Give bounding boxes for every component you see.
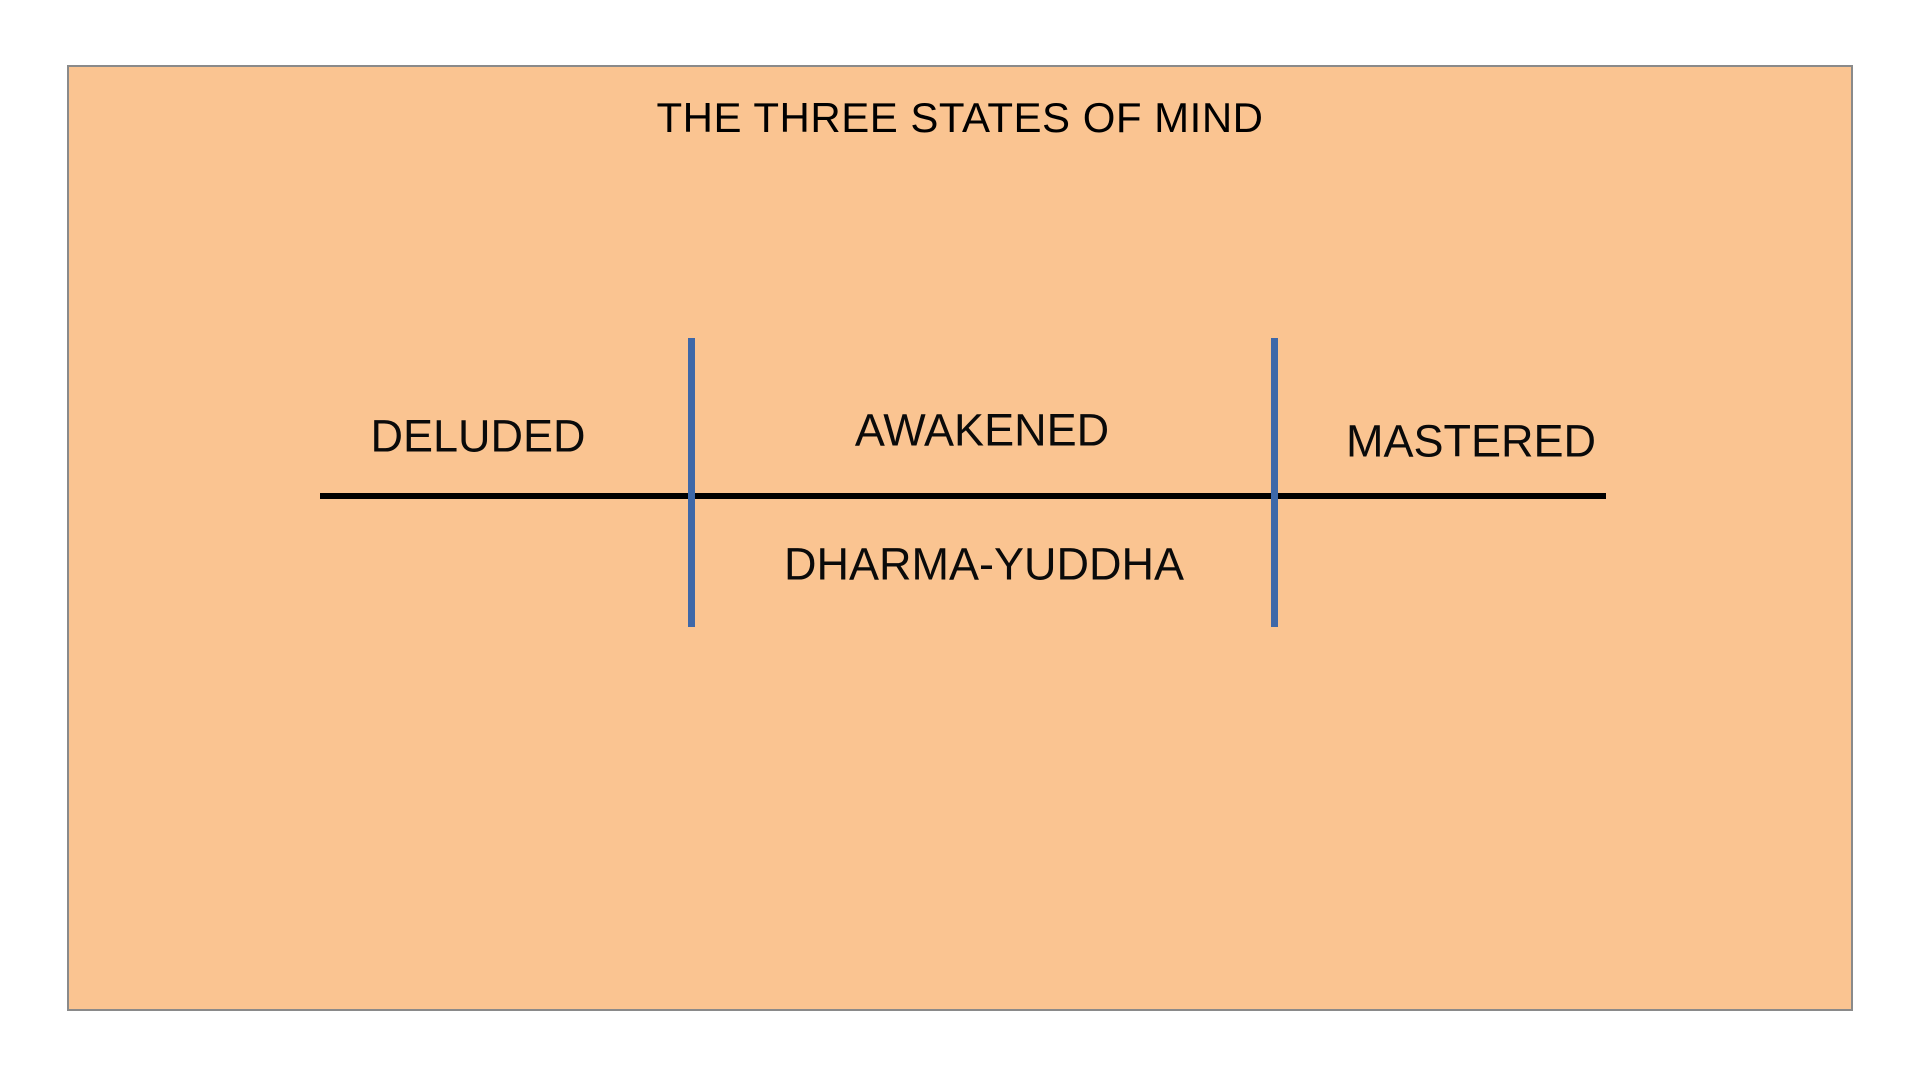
divider-line-right xyxy=(1271,338,1278,627)
state-label-mastered: MASTERED xyxy=(1345,415,1597,467)
slide-title: THE THREE STATES OF MIND xyxy=(656,94,1264,141)
state-label-awakened: AWAKENED xyxy=(854,404,1110,456)
state-label-deluded: DELUDED xyxy=(370,410,586,462)
spectrum-sublabel-dharma-yuddha: DHARMA-YUDDHA xyxy=(783,538,1185,590)
spectrum-axis-line xyxy=(320,493,1606,499)
divider-line-left xyxy=(688,338,695,627)
slide-panel xyxy=(67,65,1853,1011)
